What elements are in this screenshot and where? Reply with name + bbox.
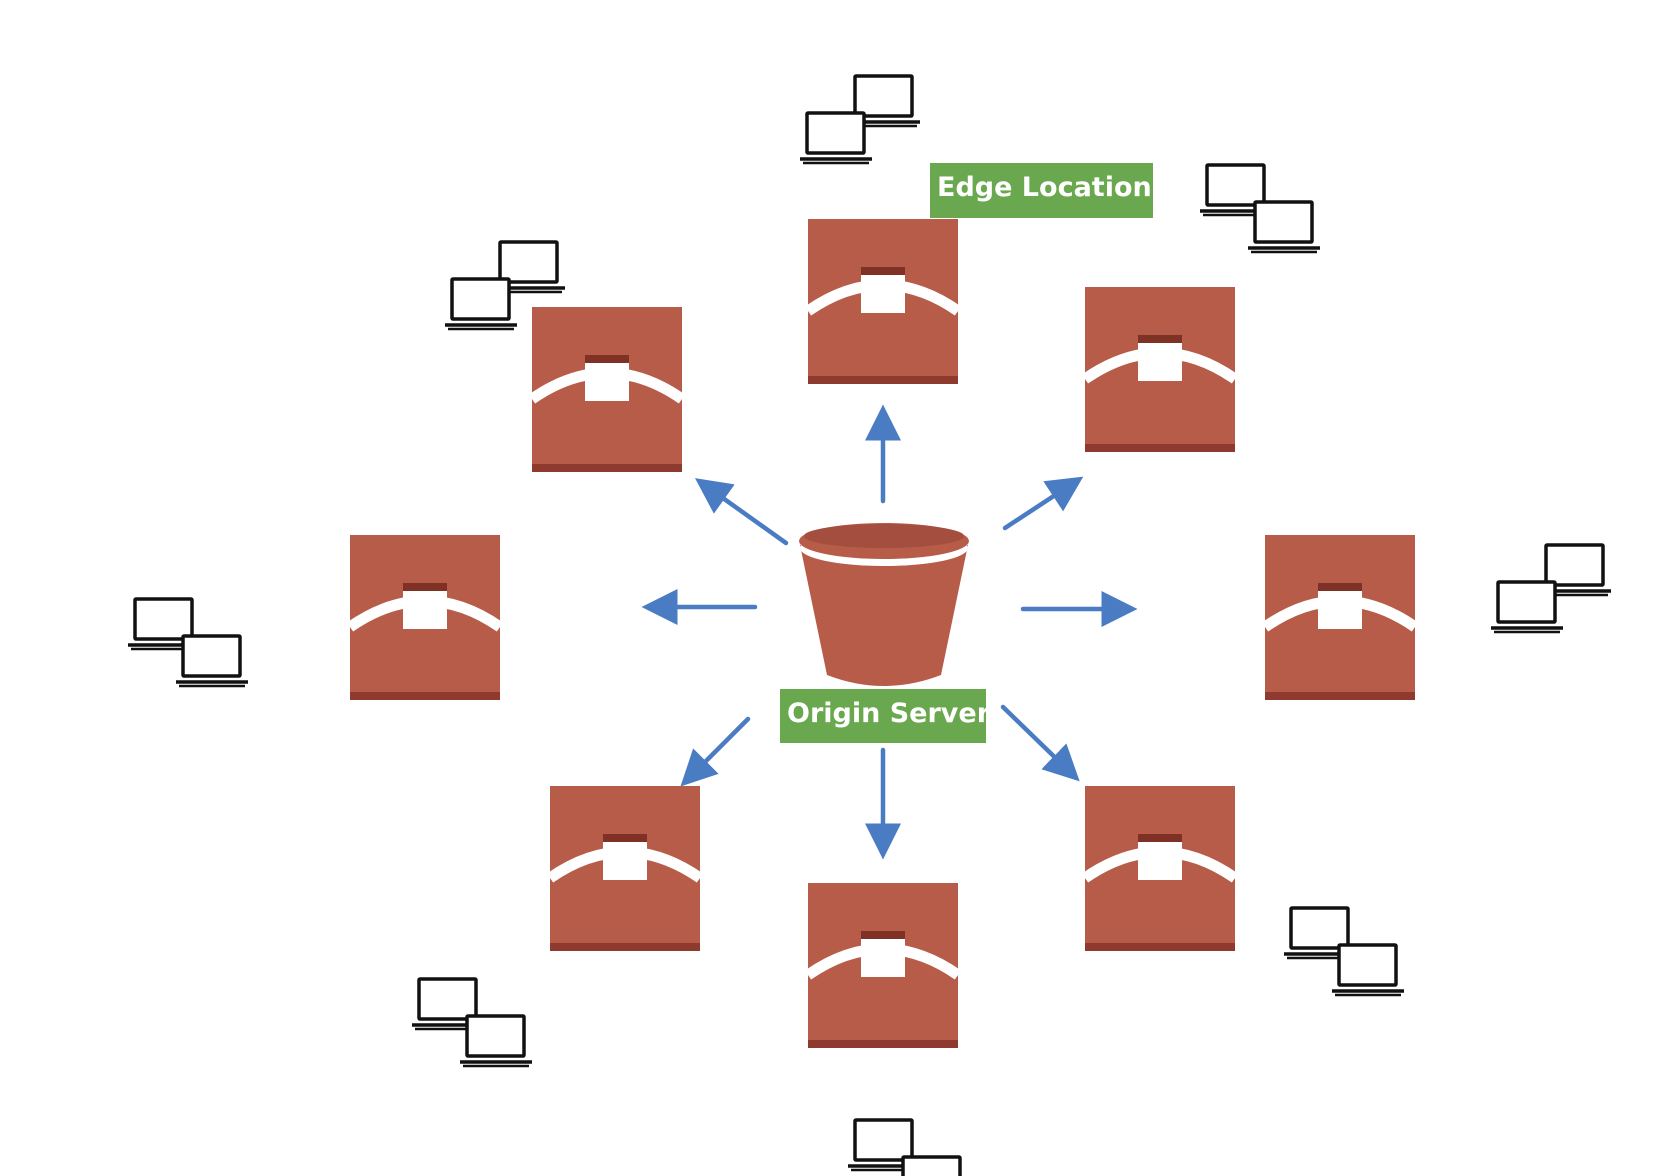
arrow-up-left bbox=[695, 478, 789, 546]
edge-location-top-right bbox=[1085, 287, 1235, 452]
edge-location-top-left bbox=[532, 307, 682, 472]
edge-location-bottom-right bbox=[1085, 786, 1235, 951]
arrows bbox=[641, 404, 1138, 860]
arrow-down-left bbox=[680, 716, 751, 787]
laptop-cluster-right bbox=[1491, 545, 1611, 632]
laptop-cluster-left bbox=[128, 599, 248, 686]
edge-location-top bbox=[808, 219, 958, 384]
origin-server-label: Origin Server bbox=[780, 689, 990, 743]
edge-location-bottom bbox=[808, 883, 958, 1048]
edge-location-bottom-left bbox=[550, 786, 700, 951]
edge-location-right bbox=[1265, 535, 1415, 700]
arrow-up-right bbox=[1002, 476, 1084, 531]
edge-location-left bbox=[350, 535, 500, 700]
laptop-cluster-bottom-right bbox=[1284, 908, 1404, 995]
origin-bucket-icon bbox=[799, 523, 969, 686]
edge-location-label: Edge Location bbox=[930, 163, 1153, 218]
laptop-cluster-top bbox=[800, 76, 920, 163]
arrow-down-right bbox=[1000, 704, 1080, 782]
laptop-cluster-bottom-left bbox=[412, 979, 532, 1066]
laptop-cluster-bottom bbox=[848, 1120, 968, 1176]
laptop-cluster-top-right bbox=[1200, 165, 1320, 252]
